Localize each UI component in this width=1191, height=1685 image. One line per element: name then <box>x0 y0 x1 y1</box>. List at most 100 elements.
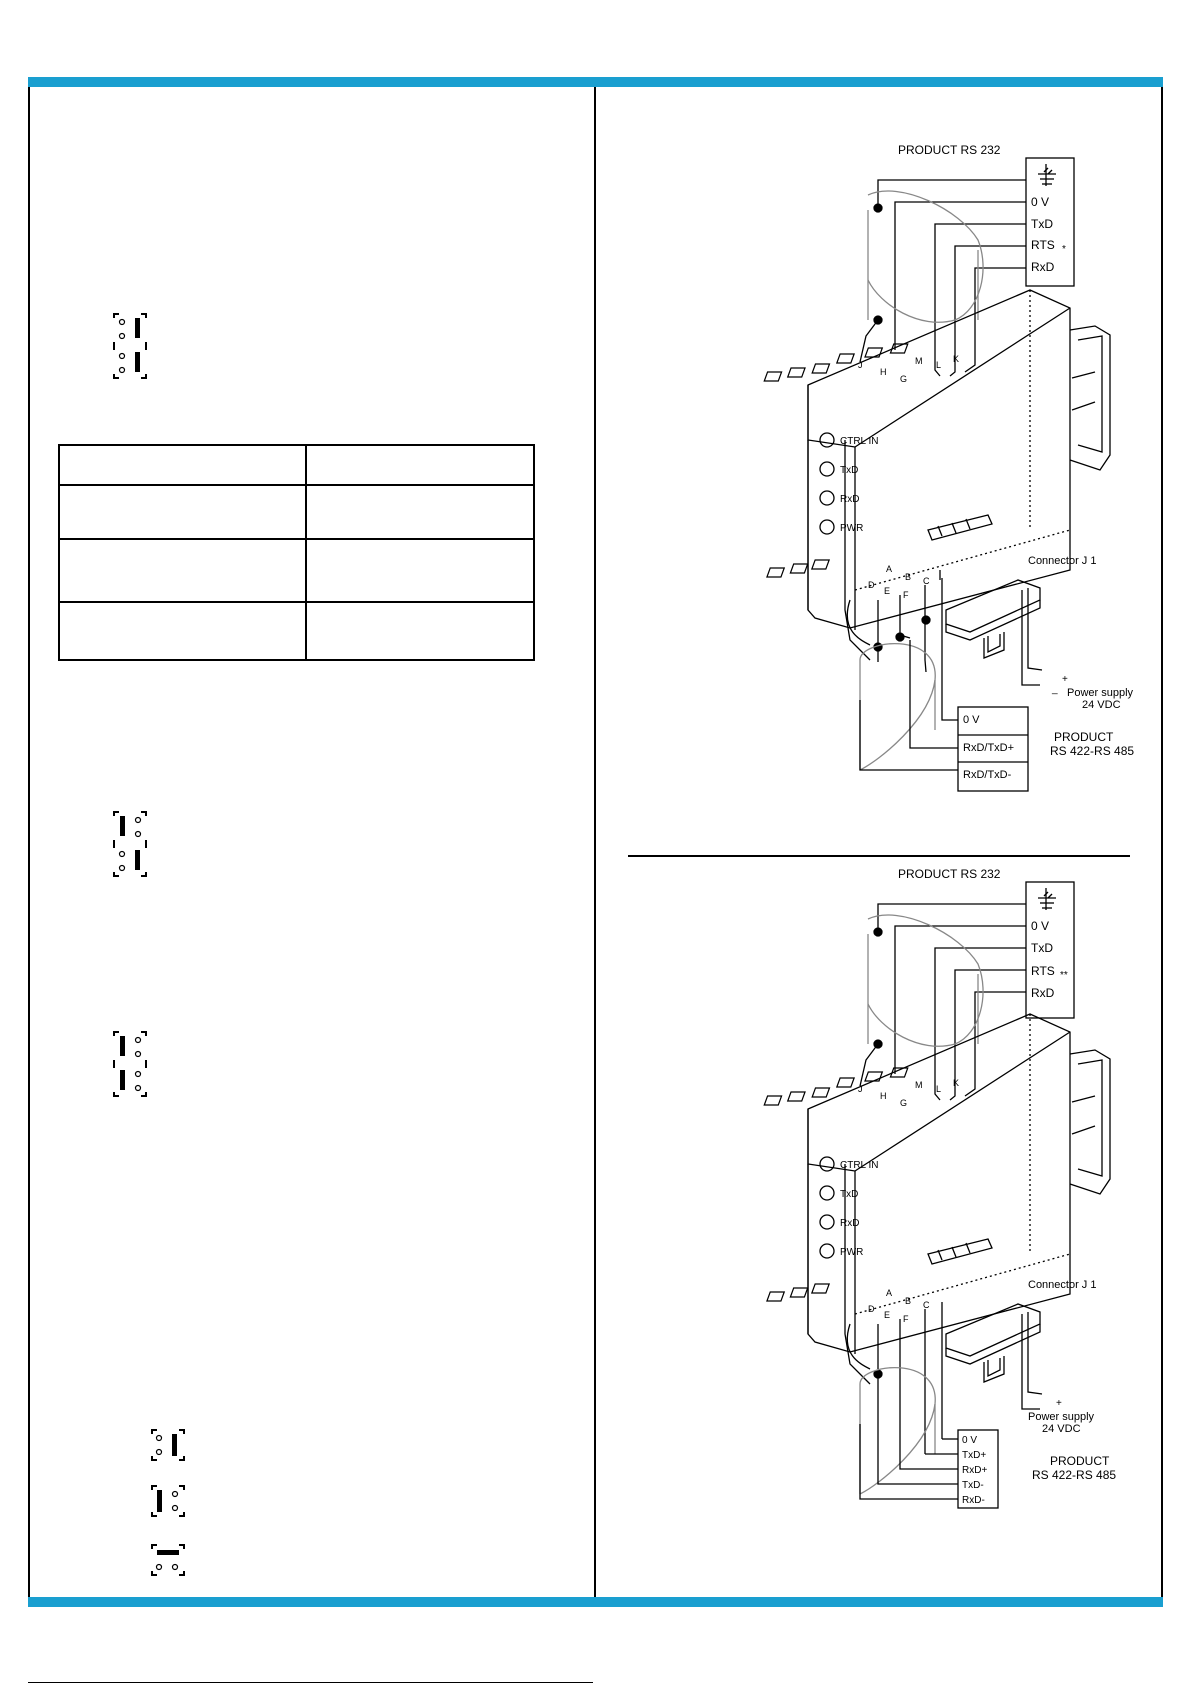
led-label: RxD <box>840 494 859 505</box>
rs485-product-title: PRODUCT <box>1054 730 1114 744</box>
connector-label: Connector J 1 <box>1028 1279 1096 1291</box>
right-border <box>1161 87 1163 1597</box>
rs485-pin-label: RxD- <box>962 1495 985 1506</box>
rs232-pin-label: RxD <box>1031 986 1055 1000</box>
rs485-pin-label: RxD/TxD+ <box>963 742 1014 754</box>
rs232-product-title: PRODUCT RS 232 <box>898 143 1001 157</box>
connector-label: Connector J 1 <box>1028 555 1096 567</box>
rs485-pin-label: 0 V <box>963 714 980 726</box>
footer-rule <box>28 1682 593 1683</box>
ground-icon <box>1038 888 1056 910</box>
table-cell <box>58 484 307 540</box>
ground-icon <box>1038 164 1056 186</box>
table-row <box>58 538 535 603</box>
terminal-label: C <box>923 1300 930 1310</box>
settings-table <box>58 444 535 661</box>
led-label: PWR <box>840 1247 863 1258</box>
jumper-pair-2 <box>151 1485 185 1517</box>
terminal-label: J <box>858 360 863 370</box>
rs232-product-title: PRODUCT RS 232 <box>898 867 1001 881</box>
terminal-label: B <box>905 1296 911 1306</box>
led-label: CTRL IN <box>840 1160 879 1171</box>
terminal-label: G <box>900 1098 907 1108</box>
top-accent-bar <box>28 77 1163 87</box>
rs485-product-title: PRODUCT <box>1050 1454 1110 1468</box>
jumper-setting-3 <box>113 1031 147 1097</box>
led-label: TxD <box>840 465 858 476</box>
terminal-label: E <box>884 586 890 596</box>
rs485-pin-label: RxD/TxD- <box>963 769 1012 781</box>
power-supply-label: Power supply <box>1028 1411 1095 1423</box>
table-cell <box>305 484 535 540</box>
terminal-label: K <box>953 1078 959 1088</box>
terminal-label: A <box>886 564 892 574</box>
led-label: RxD <box>840 1218 859 1229</box>
rs232-pin-label: TxD <box>1031 941 1053 955</box>
table-cell <box>58 601 307 661</box>
power-voltage-label: 24 VDC <box>1082 699 1121 711</box>
power-supply-label: Power supply <box>1067 687 1134 699</box>
terminal-label: J <box>858 1084 863 1094</box>
led-label: PWR <box>840 523 863 534</box>
converter-module <box>807 289 1071 629</box>
jumper-pair-3 <box>151 1544 185 1576</box>
rs232-pin-label: RTS <box>1031 238 1055 252</box>
terminal-label: M <box>915 356 923 366</box>
table-row <box>58 444 535 486</box>
power-voltage-label: 24 VDC <box>1042 1423 1081 1435</box>
table-cell <box>305 601 535 661</box>
rs485-product-subtitle: RS 422-RS 485 <box>1032 1468 1116 1482</box>
wiring-diagram-top: PRODUCT RS 232 0 V TxD RTS * RxD J H G M… <box>763 143 1134 792</box>
rs485-pin-label: TxD+ <box>962 1450 986 1461</box>
table-row <box>58 601 535 661</box>
right-section-divider <box>628 855 1130 857</box>
converter-module <box>807 1013 1071 1353</box>
terminal-label: D <box>868 1304 875 1314</box>
power-plus-sign: + <box>1056 1398 1062 1409</box>
power-minus-sign: _ <box>1051 684 1058 695</box>
terminal-label: F <box>903 1314 909 1324</box>
wiring-diagram-bottom: PRODUCT RS 232 0 V TxD RTS ** RxD J H G … <box>763 867 1116 1509</box>
rts-footnote-mark: ** <box>1060 970 1068 981</box>
column-divider <box>594 87 596 1597</box>
terminal-label: A <box>886 1288 892 1298</box>
terminal-label: C <box>923 576 930 586</box>
rs485-pin-label: TxD- <box>962 1480 984 1491</box>
terminal-label: B <box>905 572 911 582</box>
rs232-terminal-box <box>1025 881 1075 1019</box>
terminal-label: H <box>880 1091 887 1101</box>
rs485-terminal-box <box>957 1429 999 1509</box>
table-cell <box>305 444 535 486</box>
terminal-label: D <box>868 580 875 590</box>
table-row <box>58 484 535 540</box>
terminal-label: H <box>880 367 887 377</box>
led-label: TxD <box>840 1189 858 1200</box>
connector-j1 <box>945 579 1041 633</box>
terminal-label: M <box>915 1080 923 1090</box>
rs232-pin-label: RxD <box>1031 260 1055 274</box>
rs232-pin-label: RTS <box>1031 964 1055 978</box>
jumper-setting-1 <box>113 313 147 379</box>
jumper-pair-1 <box>151 1429 185 1461</box>
rs232-pin-label: TxD <box>1031 217 1053 231</box>
rs485-pin-label: RxD+ <box>962 1465 987 1476</box>
left-border <box>28 87 30 1597</box>
table-cell <box>305 538 535 603</box>
rs232-terminal-box <box>1025 157 1075 287</box>
rs485-product-subtitle: RS 422-RS 485 <box>1050 744 1134 758</box>
led-label: CTRL IN <box>840 436 879 447</box>
bottom-accent-bar <box>28 1597 1163 1607</box>
terminal-label: L <box>936 1084 941 1094</box>
rs232-pin-label: 0 V <box>1031 919 1049 933</box>
rs485-pin-label: 0 V <box>962 1435 977 1446</box>
power-plus-sign: + <box>1062 674 1068 685</box>
table-cell <box>58 538 307 603</box>
rs232-pin-label: 0 V <box>1031 195 1049 209</box>
table-cell <box>58 444 307 486</box>
rs485-terminal-box <box>957 706 1029 792</box>
terminal-label: E <box>884 1310 890 1320</box>
terminal-label: K <box>953 354 959 364</box>
terminal-label: L <box>936 360 941 370</box>
rts-footnote-mark: * <box>1062 244 1066 255</box>
terminal-label: F <box>903 590 909 600</box>
